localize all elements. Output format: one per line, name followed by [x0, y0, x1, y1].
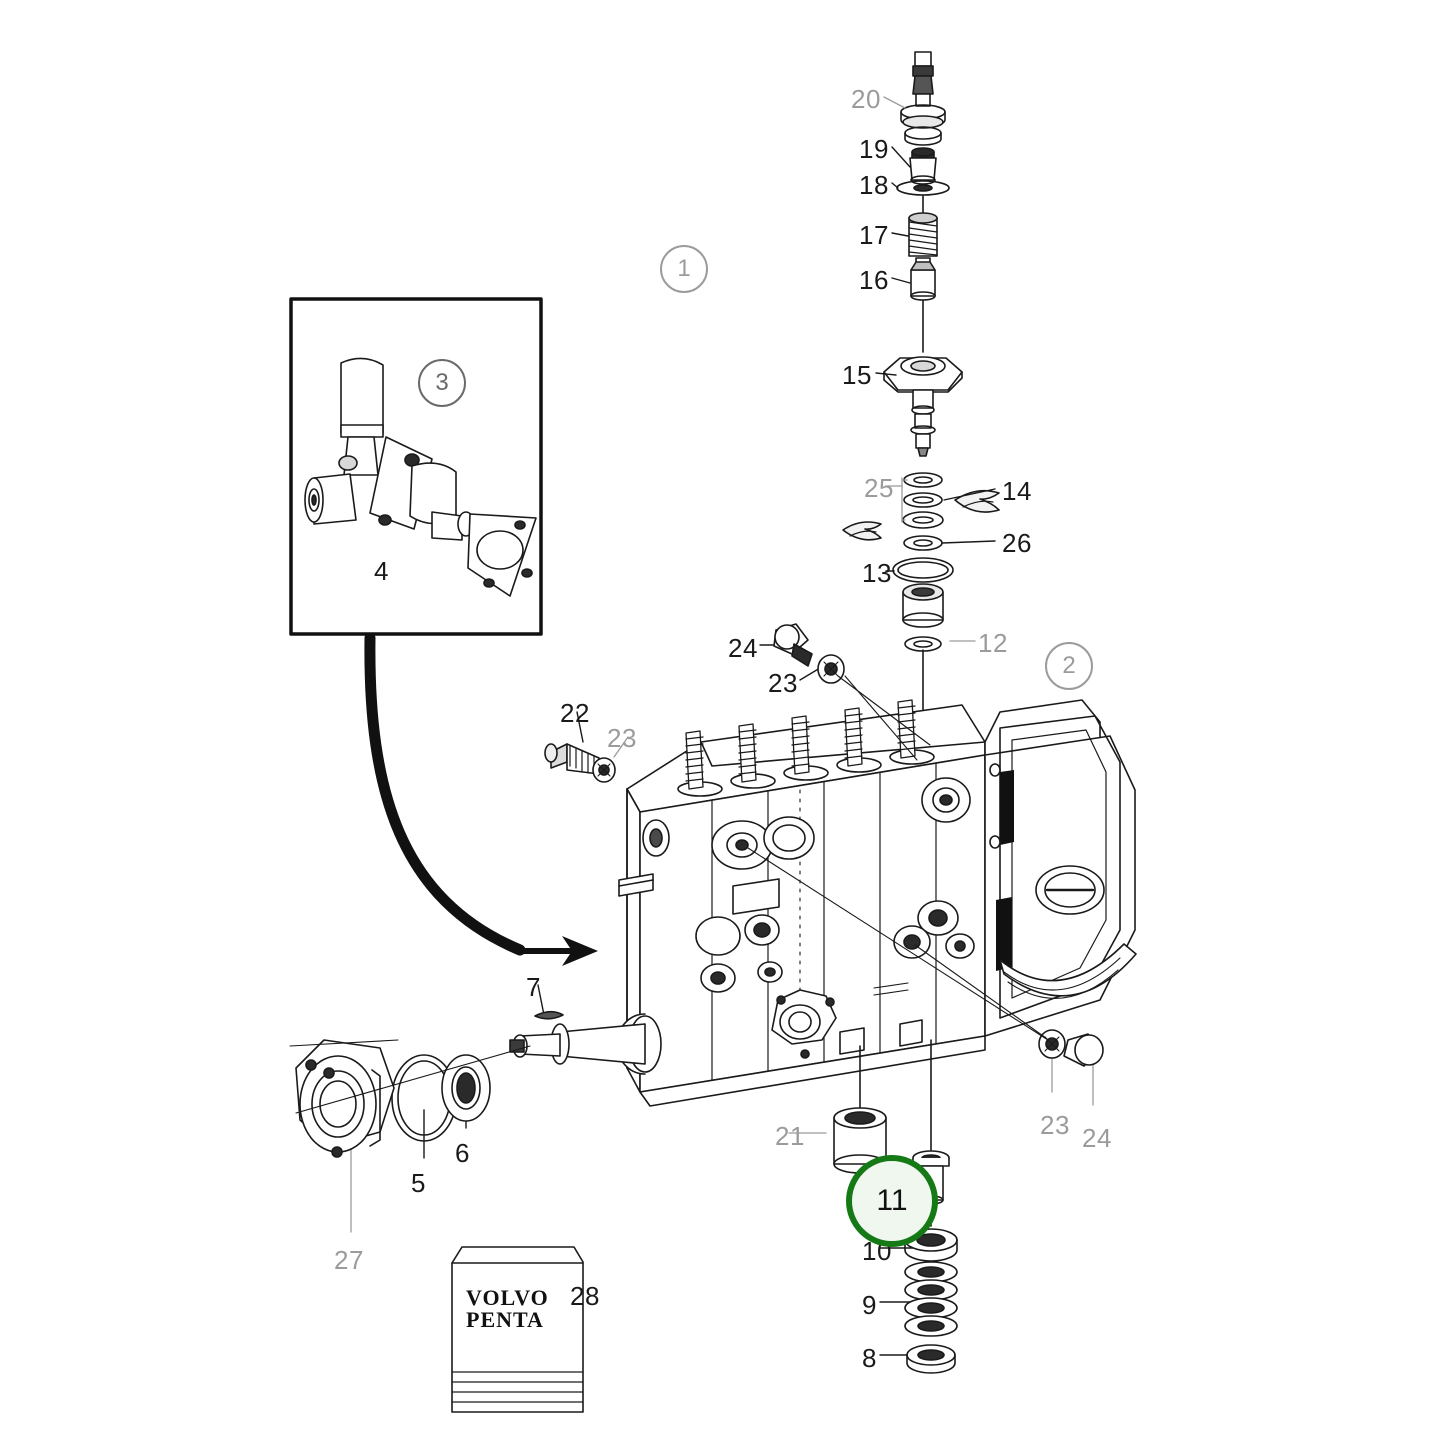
part-label-19: 19 — [859, 134, 889, 164]
assembly-callout-3: 3 — [418, 359, 466, 407]
feed-pump-inset-box — [289, 297, 543, 636]
highlighted-part-number: 11 — [876, 1184, 908, 1217]
inset-pointer-arrowhead — [520, 936, 598, 966]
highlighted-part-11[interactable]: 11 — [846, 1155, 938, 1247]
banjo-bolt-24-top — [773, 623, 931, 761]
part-label-15: 15 — [842, 360, 872, 390]
part-label-24-top: 24 — [728, 633, 758, 663]
assembly-callout-1: 1 — [660, 245, 708, 293]
part-label-6: 6 — [455, 1138, 470, 1168]
part-label-9: 9 — [862, 1290, 877, 1320]
banjo-bolt-24-lower — [747, 847, 1104, 1067]
part-label-21: 21 — [775, 1121, 805, 1151]
inset-pointer-curve — [364, 632, 526, 956]
part-label-18: 18 — [859, 170, 889, 200]
part-label-17: 17 — [859, 220, 889, 250]
part-label-22: 22 — [560, 698, 590, 728]
assembly-callout-2: 2 — [1045, 642, 1093, 690]
brand-text-volvo: VOLVO — [466, 1285, 549, 1310]
part-label-4: 4 — [374, 556, 389, 586]
part-label-5: 5 — [411, 1168, 426, 1198]
part-label-25: 25 — [864, 473, 894, 503]
injection-pump-body — [289, 699, 1137, 1158]
part-label-24-lower: 24 — [1082, 1123, 1112, 1153]
part-label-23-top: 23 — [768, 668, 798, 698]
part-label-27: 27 — [334, 1245, 364, 1275]
brand-text-penta: PENTA — [466, 1307, 544, 1332]
part-label-16: 16 — [859, 265, 889, 295]
part-label-23-left: 23 — [607, 723, 637, 753]
plunger-stack — [842, 51, 1000, 736]
part-label-13: 13 — [862, 558, 892, 588]
part-label-12: 12 — [978, 628, 1008, 658]
part-label-28: 28 — [570, 1281, 600, 1311]
bleed-screw-22 — [544, 743, 616, 783]
part-label-23-lower: 23 — [1040, 1110, 1070, 1140]
part-label-14: 14 — [1002, 476, 1032, 506]
part-label-7: 7 — [526, 972, 541, 1002]
bottom-stack — [833, 1039, 958, 1374]
part-label-26: 26 — [1002, 528, 1032, 558]
parts-kit-box — [451, 1246, 584, 1413]
part-label-8: 8 — [862, 1343, 877, 1373]
part-label-20: 20 — [851, 84, 881, 114]
